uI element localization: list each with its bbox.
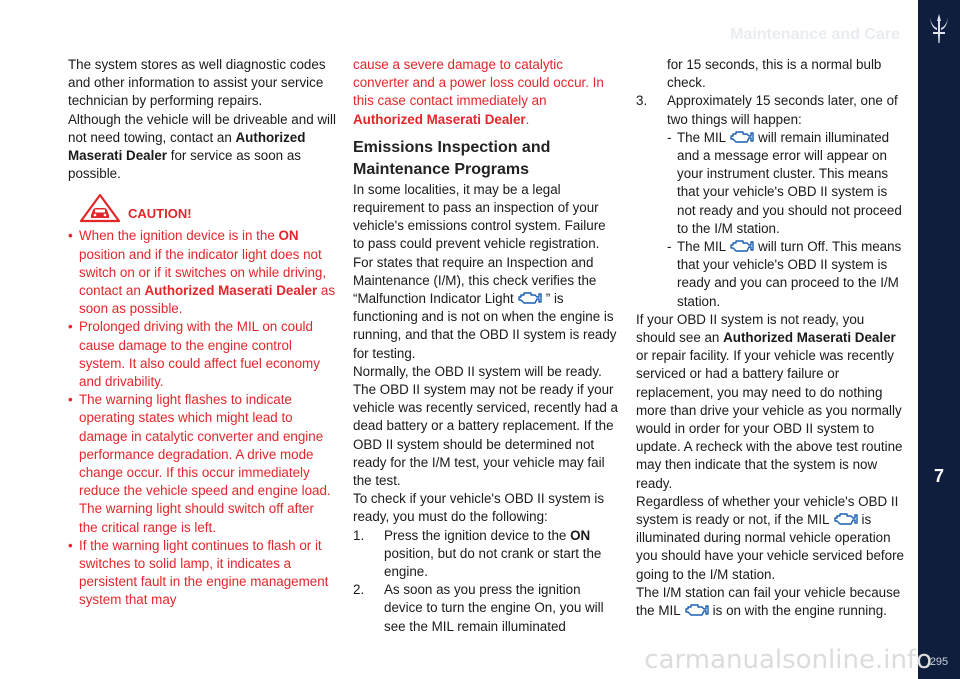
column-2: cause a severe damage to catalytic conve… [353,56,618,636]
engine-mil-icon [833,513,858,525]
intro-paragraph: The system stores as well diagnostic cod… [68,57,326,109]
step-item: 3.Approximately 15 seconds later, one of… [636,92,904,310]
engine-mil-icon [730,240,754,252]
section-heading: Emissions Inspection and Maintenance Pro… [353,138,551,178]
column-1: The system stores as well diagnostic cod… [68,56,336,610]
caution-block: CAUTION! [68,193,336,227]
steps-list: 1.Press the ignition device to the ON po… [353,527,618,636]
caution-car-icon [79,194,121,223]
obd-ready-paragraph: Normally, the OBD II system will be read… [353,363,618,489]
caution-item: If the warning light continues to flash … [68,537,336,610]
check-intro-paragraph: To check if your vehicle's OBD II system… [353,491,605,525]
step-item: 1.Press the ignition device to the ON po… [353,527,602,580]
watermark: carmanualsonline.info [644,645,932,675]
engine-mil-icon [730,131,754,143]
dealer-paragraph: Although the vehicle will be driveable a… [68,111,336,182]
caution-item: When the ignition device is in the ON po… [68,227,336,318]
page-number: 295 [929,656,949,668]
caution-continuation: cause a severe damage to catalytic conve… [353,57,604,127]
emissions-paragraph: In some localities, it may be a legal re… [353,181,617,361]
step-item: 2.As soon as you press the ignition devi… [353,582,604,634]
regardless-paragraph: Regardless of whether your vehicle's OBD… [636,493,904,582]
chapter-number: 7 [933,466,944,486]
fail-paragraph: The I/M station can fail your vehicle be… [636,584,901,619]
caution-item: The warning light flashes to indicate op… [68,391,336,537]
caution-list: When the ignition device is in the ON po… [68,227,336,609]
caution-label: CAUTION! [128,206,192,222]
engine-mil-icon [518,292,542,304]
steps-list-continued: for 15 seconds, this is a normal bulb ch… [636,56,904,311]
column-3: for 15 seconds, this is a normal bulb ch… [636,56,904,620]
step-item: for 15 seconds, this is a normal bulb ch… [667,57,882,91]
maserati-trident-logo [930,14,948,43]
caution-item: Prolonged driving with the MIL on could … [68,318,336,391]
engine-mil-icon [684,604,709,616]
not-ready-paragraph: If your OBD II system is not ready, you … [636,311,903,491]
section-title: Maintenance and Care [730,26,900,43]
chapter-sidebar: 7 295 [918,0,960,679]
